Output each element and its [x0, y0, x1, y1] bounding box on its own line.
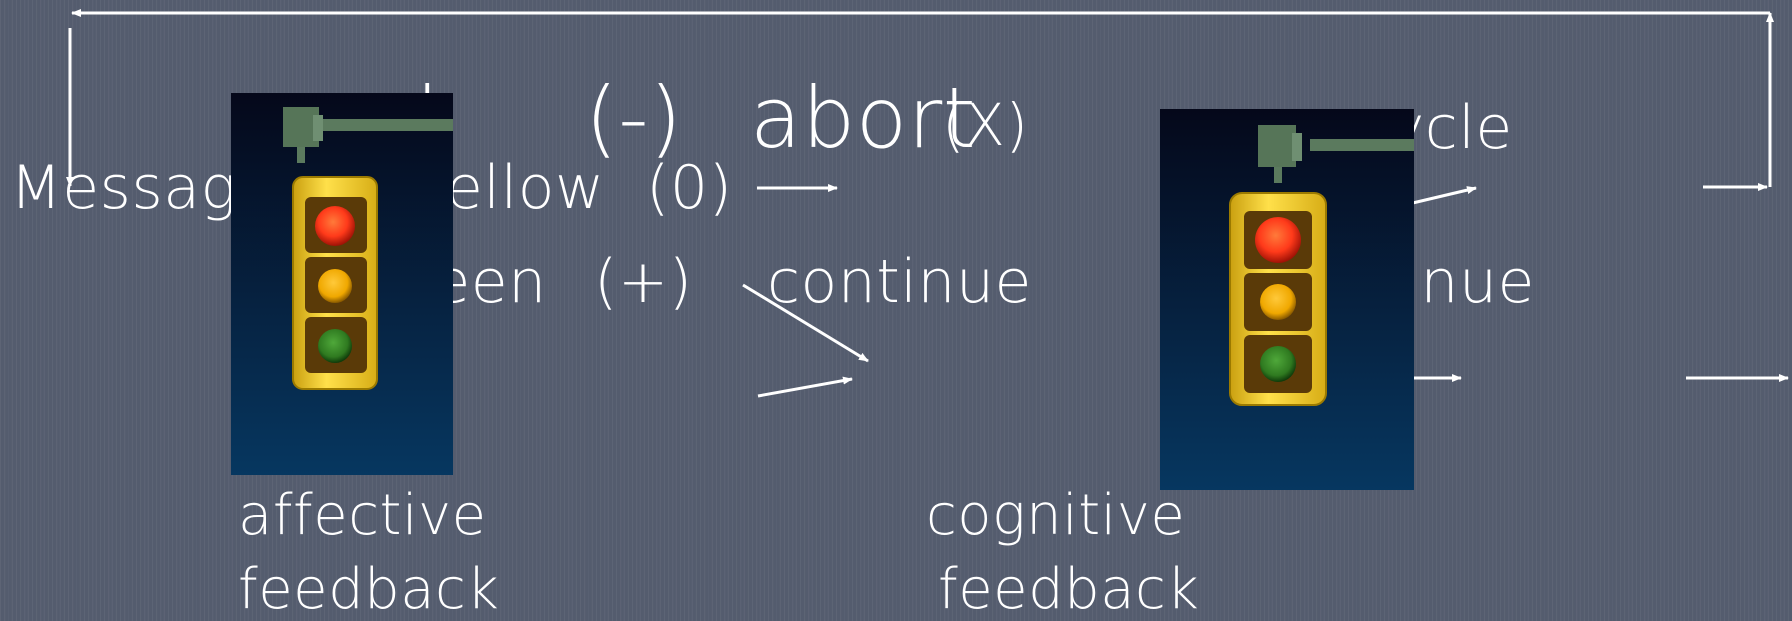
cognitive-caption-line1: cognitive	[926, 483, 1186, 548]
action-continue-label: continue	[767, 247, 1032, 317]
abort-label: abort	[750, 69, 977, 167]
traffic-light-icon	[1160, 109, 1414, 490]
green-symbol: (+)	[594, 247, 693, 317]
cognitive-caption-line2: feedback	[938, 557, 1200, 621]
message-label: Message	[10, 153, 275, 223]
arrow-yellow-to-continue	[742, 283, 869, 363]
abort-symbol: (X)	[942, 91, 1029, 159]
affective-caption-line1: affective	[238, 483, 487, 548]
traffic-light-icon	[231, 93, 453, 475]
red-symbol: (-)	[585, 69, 683, 167]
affective-caption-line2: feedback	[238, 557, 500, 621]
arrow-green-to-continue	[757, 376, 853, 398]
yellow-symbol: (0)	[646, 153, 733, 223]
